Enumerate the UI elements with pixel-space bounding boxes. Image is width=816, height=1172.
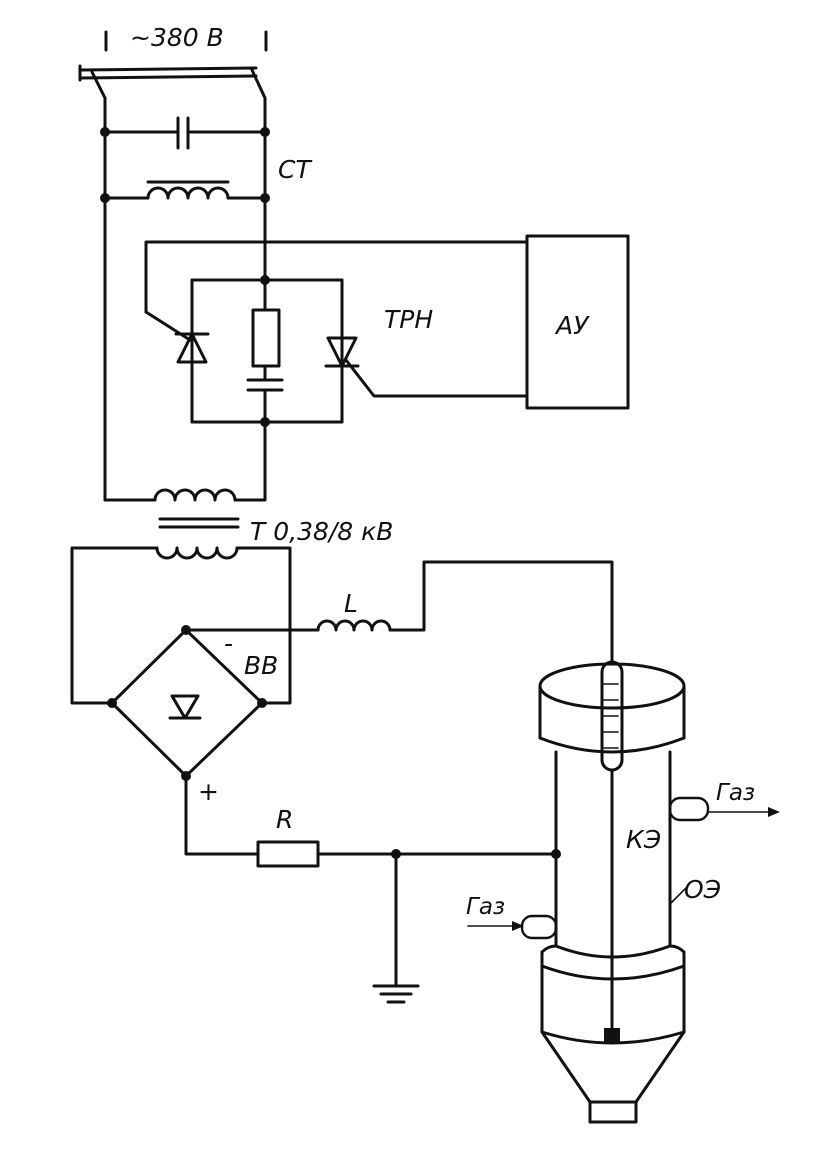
node-cap-left: [100, 127, 110, 137]
power-supply-switch: [78, 30, 268, 134]
transformer-label: Т 0,38/8 кВ: [250, 517, 393, 546]
control-unit-box: [525, 234, 630, 410]
node-coil-left: [100, 193, 110, 203]
rc-snubber: [246, 308, 284, 424]
capacitor-ct: [103, 116, 267, 150]
rectifier-bridge: [110, 628, 264, 778]
collecting-electrode-label: ОЭ: [684, 875, 721, 904]
gas-out-label: Газ: [716, 780, 755, 806]
resistor-r: [184, 774, 558, 868]
node-trn-top: [260, 275, 270, 285]
transformer-primary: [103, 420, 267, 502]
bridge-node-left: [107, 698, 117, 708]
supply-voltage-label: ~380 В: [130, 23, 224, 52]
thyristor-left: [144, 310, 210, 364]
rectifier-minus-label: -: [224, 629, 233, 658]
control-unit-label: АУ: [554, 311, 590, 340]
thyristor-right: [324, 336, 529, 398]
inductor-label: L: [344, 589, 358, 618]
control-wire-top: [144, 240, 529, 314]
bridge-node-right: [257, 698, 267, 708]
reactor-coil: [103, 180, 267, 200]
node-coil-right: [260, 193, 270, 203]
transformer-secondary: [70, 546, 292, 705]
inductor-l: [184, 560, 614, 664]
capacitor-ct-label: СТ: [278, 155, 312, 184]
gas-inlet-pipe: [467, 914, 558, 940]
precipitator-vessel: [538, 662, 686, 1124]
resistor-label: R: [276, 805, 293, 834]
collector-leader: [669, 887, 687, 905]
thyristor-regulator-frame: [190, 278, 344, 424]
gas-outlet-pipe: [668, 796, 780, 822]
insulator: [600, 660, 624, 772]
rectifier-plus-label: +: [198, 777, 219, 806]
thyristor-regulator-label: ТРН: [384, 305, 433, 334]
gas-in-label: Газ: [466, 894, 505, 920]
rectifier-label: ВВ: [244, 651, 278, 680]
ground-symbol: [372, 852, 420, 1004]
corona-electrode-label: КЭ: [626, 825, 661, 854]
node-cap-right: [260, 127, 270, 137]
transformer-core: [158, 517, 240, 529]
corona-electrode: [604, 768, 620, 1044]
